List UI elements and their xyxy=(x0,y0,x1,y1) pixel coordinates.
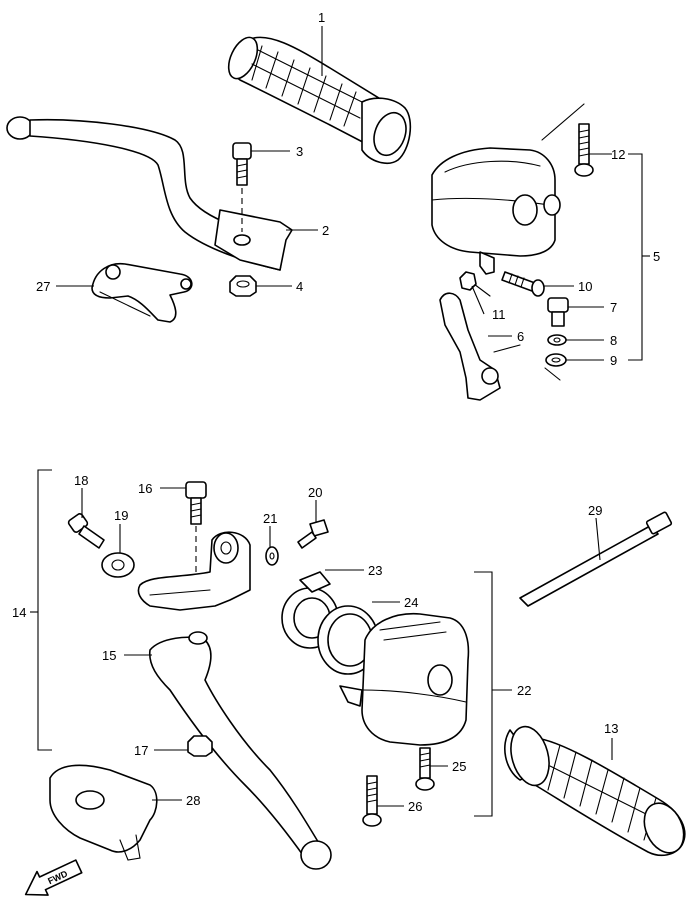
part-28-cover xyxy=(49,764,158,861)
callout-21: 21 xyxy=(263,511,277,526)
callout-24: 24 xyxy=(404,595,418,610)
callout-labels: 1 2 3 4 5 6 7 8 9 10 11 12 13 14 15 16 1… xyxy=(12,10,660,814)
part-29-cable-tie xyxy=(519,511,673,607)
part-20-screw xyxy=(297,519,329,549)
callout-6: 6 xyxy=(517,329,524,344)
part-14-lever-holder xyxy=(137,531,251,611)
callout-8: 8 xyxy=(610,333,617,348)
callout-14: 14 xyxy=(12,605,26,620)
part-7-screw xyxy=(547,297,569,327)
fwd-arrow-icon: FWD xyxy=(24,859,83,896)
part-21-washer xyxy=(265,546,279,566)
part-1-grip-right xyxy=(227,36,412,164)
leader-lines xyxy=(30,26,650,817)
callout-20: 20 xyxy=(308,485,322,500)
part-10-screw xyxy=(501,271,545,297)
callout-15: 15 xyxy=(102,648,116,663)
part-3-pivot-bolt xyxy=(232,142,252,232)
callout-17: 17 xyxy=(134,743,148,758)
callout-7: 7 xyxy=(610,300,617,315)
callout-19: 19 xyxy=(114,508,128,523)
part-6-bracket xyxy=(439,292,521,401)
part-11-nut xyxy=(459,271,477,291)
part-16-pivot-bolt xyxy=(185,481,207,600)
callout-10: 10 xyxy=(578,279,592,294)
callout-26: 26 xyxy=(408,799,422,814)
part-15-clutch-lever xyxy=(148,631,332,870)
callout-29: 29 xyxy=(588,503,602,518)
part-8-washer xyxy=(547,334,567,346)
callout-11: 11 xyxy=(492,307,506,322)
callout-1: 1 xyxy=(318,10,325,25)
callout-25: 25 xyxy=(452,759,466,774)
part-4-nut xyxy=(229,275,257,297)
part-2-brake-lever xyxy=(6,116,293,271)
callout-3: 3 xyxy=(296,144,303,159)
callout-16: 16 xyxy=(138,481,152,496)
callout-9: 9 xyxy=(610,353,617,368)
part-22-switch-housing xyxy=(339,612,470,746)
callout-27: 27 xyxy=(36,279,50,294)
part-19-adjuster-ring xyxy=(101,552,135,578)
callout-4: 4 xyxy=(296,279,303,294)
callout-28: 28 xyxy=(186,793,200,808)
callout-13: 13 xyxy=(604,721,618,736)
callout-2: 2 xyxy=(322,223,329,238)
part-5-switch-assembly xyxy=(431,103,585,297)
part-9-washer xyxy=(544,353,567,381)
part-13-grip-left xyxy=(504,725,686,857)
part-25-screw xyxy=(415,747,435,791)
callout-18: 18 xyxy=(74,473,88,488)
part-17-nut xyxy=(187,735,213,757)
part-27-bracket xyxy=(91,262,193,323)
callout-5: 5 xyxy=(653,249,660,264)
callout-12: 12 xyxy=(611,147,625,162)
part-26-screw xyxy=(362,775,382,827)
part-12-screw xyxy=(574,123,594,177)
callout-22: 22 xyxy=(517,683,531,698)
callout-23: 23 xyxy=(368,563,382,578)
part-18-adjuster-bolt xyxy=(67,513,105,549)
